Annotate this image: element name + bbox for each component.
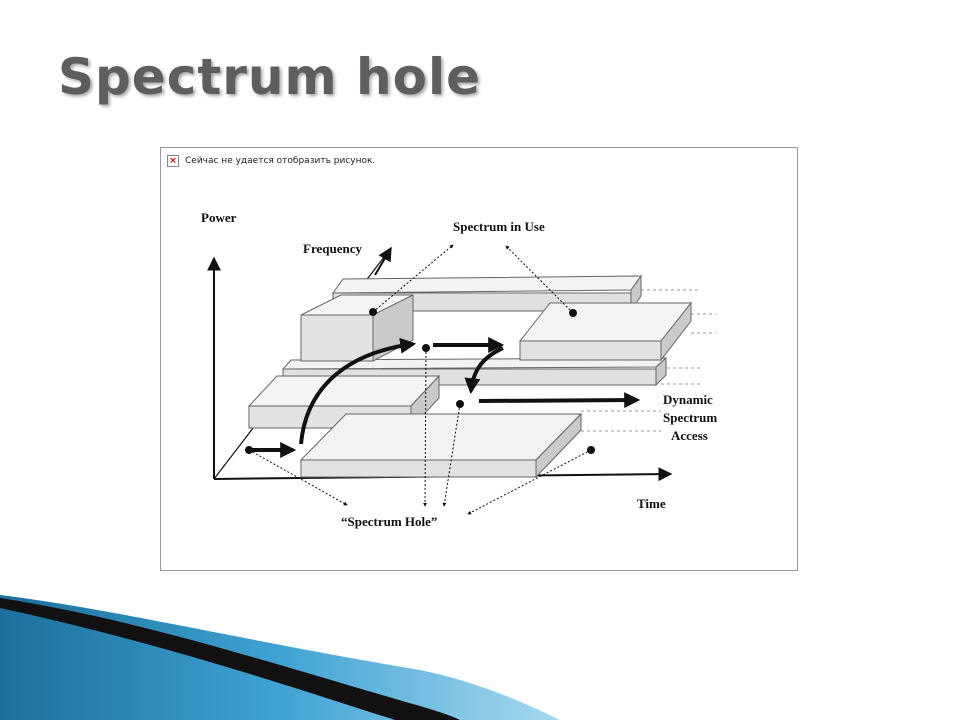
dynamic-access-line: Dynamic bbox=[663, 392, 713, 407]
swoosh-black-band bbox=[0, 598, 460, 720]
frequency-axis-label: Frequency bbox=[303, 241, 362, 256]
broken-image-icon: × bbox=[167, 155, 179, 167]
spectrum-diagram: Power Frequency Spectrum in Use Time “Sp… bbox=[201, 210, 717, 529]
dynamic-access-line: Spectrum bbox=[663, 410, 717, 425]
spectrum-hole-figure: × Сейчас не удается отобразить рисунок. bbox=[160, 147, 798, 571]
swoosh-blue-band bbox=[0, 595, 560, 720]
hole-callouts bbox=[248, 347, 592, 515]
dynamic-access-path bbox=[249, 337, 641, 458]
front-block bbox=[299, 412, 583, 479]
dashed-guides bbox=[581, 289, 716, 432]
broken-image-notice: × Сейчас не удается отобразить рисунок. bbox=[167, 154, 375, 168]
time-axis-label: Time bbox=[637, 496, 666, 511]
slide-title: Spectrum hole bbox=[58, 48, 482, 106]
spectrum-in-use-label: Spectrum in Use bbox=[453, 219, 545, 234]
dynamic-access-label: Dynamic Spectrum Access bbox=[663, 392, 717, 443]
power-axis-label: Power bbox=[201, 210, 237, 225]
spectrum-hole-label: “Spectrum Hole” bbox=[341, 514, 437, 529]
dynamic-access-line: Access bbox=[671, 428, 708, 443]
in-use-callouts bbox=[372, 244, 574, 314]
right-raised-block bbox=[518, 301, 693, 362]
broken-image-text: Сейчас не удается отобразить рисунок. bbox=[185, 156, 376, 166]
